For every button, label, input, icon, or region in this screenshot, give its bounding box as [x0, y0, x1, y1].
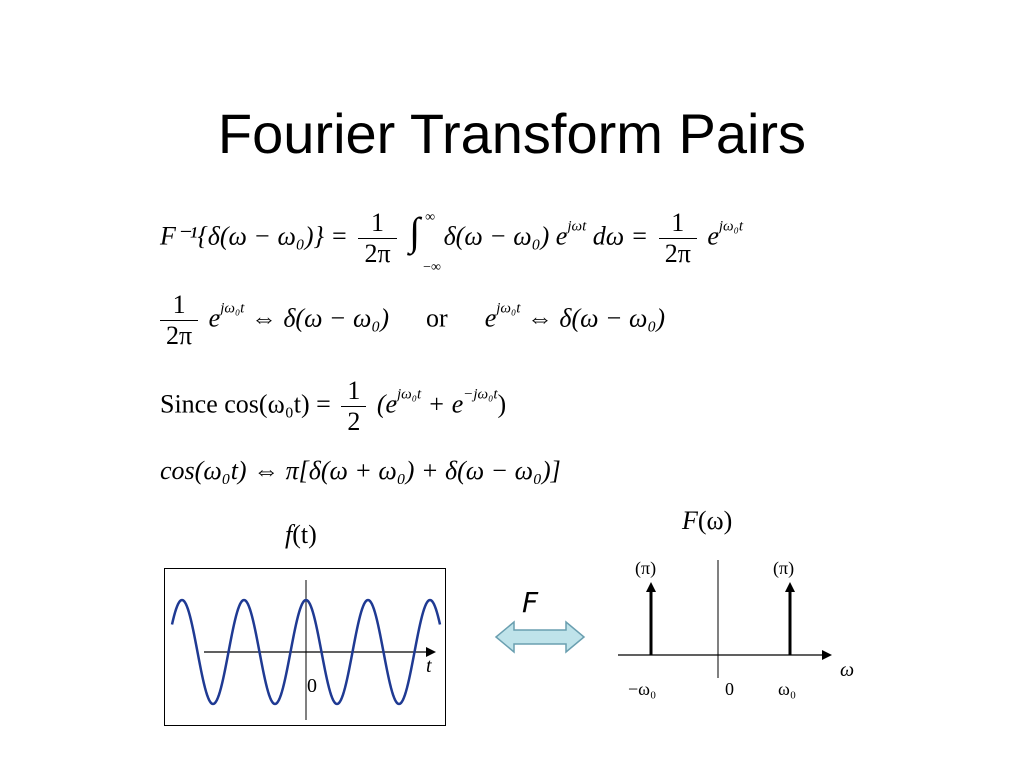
- impulse-positive-arrowhead: [785, 582, 795, 592]
- time-plot-label: f(t): [285, 520, 317, 549]
- eq3-frac-num: 1: [341, 376, 367, 407]
- eq2-frac-num: 1: [160, 290, 199, 321]
- equation-cosine-identity: Since cos(ω₀t) = 1 2 (ejω₀t + e−jω₀t): [160, 376, 506, 437]
- eq1-integrand: δ(ω − ω₀) e: [443, 221, 568, 251]
- eq4-text: cos(ω₀t) ⇔ π[δ(ω + ω₀) + δ(ω − ω₀)]: [160, 456, 561, 485]
- frequency-domain-plot: (π) (π) −ω₀ 0 ω₀ ω: [618, 558, 854, 699]
- tick-zero: 0: [725, 679, 734, 699]
- eq2-rel2: ⇔ δ(ω − ω₀): [526, 303, 666, 333]
- eq2-fraction: 1 2π: [160, 290, 199, 351]
- equation-cosine-transform: cos(ω₀t) ⇔ π[δ(ω + ω₀) + δ(ω − ω₀)]: [160, 456, 561, 486]
- eq1-fraction: 1 2π: [358, 208, 397, 269]
- time-domain-plot: t 0: [164, 568, 446, 726]
- eq1-fraction-2: 1 2π: [658, 208, 697, 269]
- eq3-exp1: jω₀t: [397, 386, 422, 403]
- eq1-frac2-num: 1: [658, 208, 697, 239]
- transform-double-arrow: [494, 620, 586, 654]
- eq2-e1: e: [208, 303, 221, 333]
- eq3-mid: + e: [427, 389, 464, 419]
- freq-plot-label: F(ω): [682, 506, 733, 535]
- eq3-open: (e: [376, 389, 398, 419]
- impulse-right-weight: (π): [773, 558, 794, 579]
- eq2-e2: e: [484, 303, 497, 333]
- time-axis-label: t: [426, 655, 432, 677]
- eq3-fraction: 1 2: [341, 376, 367, 437]
- freq-axis-label: ω: [840, 659, 854, 681]
- eq1-exp1: jωt: [567, 218, 587, 235]
- cosine-wave: [170, 598, 442, 706]
- eq2-or: or: [426, 303, 448, 333]
- transform-label: F: [522, 586, 539, 619]
- eq2-exp1: jω₀t: [220, 300, 245, 317]
- equation-inverse-transform: F⁻¹{δ(ω − ω₀)} = 1 2π ∫ ∞ −∞ δ(ω − ω₀) e…: [160, 208, 744, 275]
- eq2-frac-den: 2π: [166, 321, 193, 350]
- eq2-exp2: jω₀t: [496, 300, 521, 317]
- equation-pair: 1 2π ejω₀t ⇔ δ(ω − ω₀) or ejω₀t ⇔ δ(ω − …: [160, 290, 665, 351]
- impulse-negative-arrowhead: [646, 582, 656, 592]
- eq1-lhs: F⁻¹{δ(ω − ω₀)} =: [160, 221, 348, 251]
- time-axis-arrowhead: [426, 647, 436, 657]
- freq-axis-arrowhead: [822, 650, 832, 660]
- double-arrow-shape: [494, 620, 586, 654]
- eq2-rel1: ⇔ δ(ω − ω₀): [250, 303, 390, 333]
- eq1-frac2-den: 2π: [664, 239, 691, 268]
- tick-neg-omega0: −ω₀: [628, 679, 656, 699]
- slide-title: Fourier Transform Pairs: [217, 102, 807, 165]
- eq3-close: ): [497, 389, 507, 419]
- impulse-left-weight: (π): [635, 558, 656, 579]
- eq1-frac-den: 2π: [364, 239, 391, 268]
- time-plot-frame: [164, 568, 446, 726]
- eq1-tail: e: [707, 221, 719, 251]
- eq3-lhs: Since cos(ω₀t) =: [160, 389, 331, 419]
- tick-pos-omega0: ω₀: [778, 679, 796, 699]
- integral-sign: ∫ ∞ −∞: [409, 208, 441, 275]
- eq3-exp2: −jω₀t: [463, 386, 498, 403]
- eq1-exp2: jω₀t: [718, 218, 744, 235]
- eq1-frac-num: 1: [358, 208, 397, 239]
- eq1-dw: dω =: [592, 221, 649, 251]
- eq3-frac-den: 2: [347, 407, 361, 436]
- time-zero-label: 0: [307, 675, 317, 697]
